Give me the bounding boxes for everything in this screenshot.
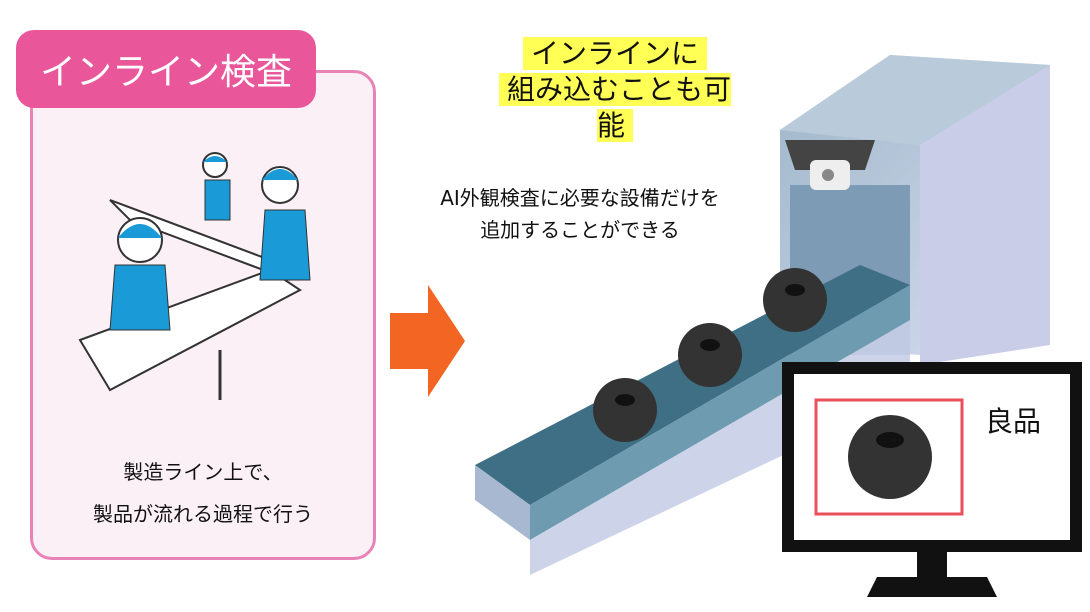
headline: インラインに 組み込むことも可能: [490, 36, 740, 144]
gear-icons: [593, 268, 827, 442]
panel-title: インライン検査: [16, 30, 316, 108]
description-line-1: AI外観検査に必要な設備だけを: [440, 186, 720, 210]
description-line-2: 追加することができる: [480, 218, 680, 242]
factory-workers-illustration: [78, 152, 311, 400]
caption-line-1: 製造ライン上で、: [123, 460, 283, 484]
arrow-right-icon: [390, 285, 465, 397]
monitor-illustration: [782, 362, 1082, 597]
caption-line-2: 製品が流れる過程で行う: [93, 502, 313, 526]
headline-line-1: インラインに: [522, 37, 707, 70]
inspection-machine-illustration: [475, 55, 1050, 575]
description: AI外観検査に必要な設備だけを 追加することができる: [400, 182, 760, 246]
result-label: 良品: [985, 405, 1042, 438]
gear-icon: [848, 415, 932, 499]
